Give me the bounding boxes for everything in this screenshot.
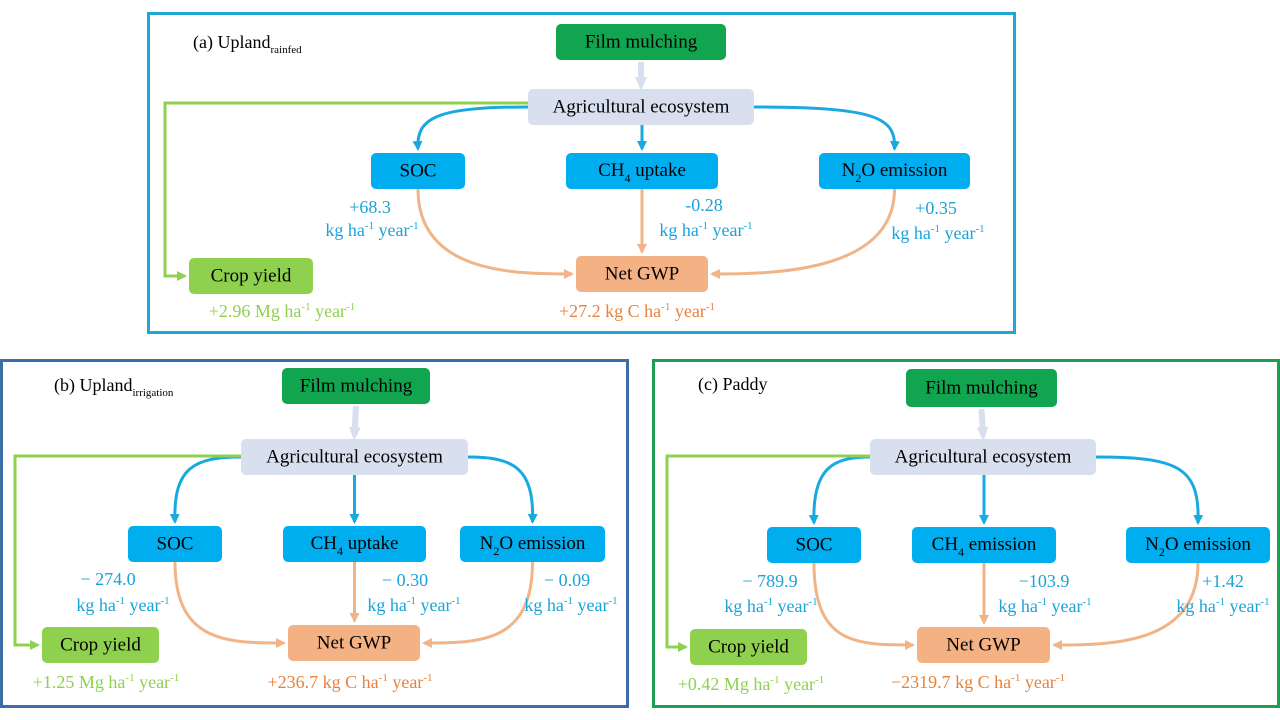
- n2o-unit: kg ha-1 year-1: [891, 223, 984, 244]
- arrow-ecosystem-to-soc: [412, 105, 529, 151]
- n2o-unit: kg ha-1 year-1: [524, 595, 617, 616]
- net-gwp-label: Net GWP: [946, 634, 1020, 655]
- soc-value: − 274.0: [80, 569, 135, 589]
- panel-upland-rainfed: [147, 12, 1016, 334]
- soc-box: [371, 153, 465, 189]
- ch4-box: [566, 153, 718, 189]
- ecosystem-box: [528, 89, 754, 125]
- soc-box: [767, 527, 861, 563]
- n2o-value: − 0.09: [544, 570, 590, 590]
- panel-label: (c) Paddy: [698, 374, 767, 395]
- ch4-label: CH4 emission: [932, 534, 1037, 558]
- film-mulching-box: [282, 368, 430, 404]
- n2o-value: +0.35: [915, 198, 957, 218]
- arrow-ecosystem-to-crop: [13, 454, 241, 650]
- arrow-soc-to-gwp: [173, 561, 286, 648]
- arrow-ecosystem-to-n2o: [753, 105, 900, 151]
- n2o-unit: kg ha-1 year-1: [1176, 596, 1269, 617]
- ecosystem-label: Agricultural ecosystem: [895, 446, 1072, 467]
- arrow-ecosystem-to-n2o: [1095, 455, 1204, 525]
- net-gwp-box: [917, 627, 1050, 663]
- crop-yield-label: Crop yield: [708, 636, 789, 657]
- arrow-ecosystem-to-soc: [169, 455, 242, 524]
- panel-upland-irrigation: [0, 359, 629, 708]
- soc-unit: kg ha-1 year-1: [325, 220, 418, 241]
- net-gwp-box: [576, 256, 708, 292]
- soc-unit: kg ha-1 year-1: [76, 595, 169, 616]
- soc-box: [128, 526, 222, 562]
- arrow-soc-to-gwp: [812, 562, 915, 650]
- crop-yield-label: Crop yield: [60, 634, 141, 655]
- crop-yield-label: Crop yield: [211, 265, 292, 286]
- crop-yield-box: [189, 258, 313, 294]
- arrow-film-to-ecosystem: [976, 408, 989, 441]
- film-mulching-label: Film mulching: [585, 31, 698, 52]
- panel-label: (a) Uplandrainfed: [193, 32, 302, 55]
- arrow-n2o-to-gwp: [710, 188, 896, 279]
- soc-value: − 789.9: [742, 571, 797, 591]
- soc-value: +68.3: [349, 197, 391, 217]
- ch4-unit: kg ha-1 year-1: [659, 220, 752, 241]
- arrow-n2o-to-gwp: [1052, 562, 1200, 650]
- net-gwp-label: Net GWP: [317, 632, 391, 653]
- ecosystem-label: Agricultural ecosystem: [553, 96, 730, 117]
- ch4-box: [283, 526, 426, 562]
- soc-label: SOC: [796, 534, 833, 555]
- n2o-label: N2O emission: [842, 160, 948, 184]
- ecosystem-label: Agricultural ecosystem: [266, 446, 443, 467]
- net-gwp-value: +27.2 kg C ha-1 year-1: [559, 301, 715, 322]
- arrow-ecosystem-to-soc: [808, 455, 871, 525]
- net-gwp-label: Net GWP: [605, 263, 679, 284]
- ch4-box: [912, 527, 1056, 563]
- arrow-ecosystem-to-crop: [163, 101, 528, 281]
- arrow-film-to-ecosystem: [348, 405, 361, 441]
- ch4-value: −103.9: [1019, 571, 1070, 591]
- arrow-soc-to-gwp: [416, 188, 574, 279]
- film-mulching-label: Film mulching: [300, 375, 413, 396]
- ch4-value: -0.28: [685, 195, 723, 215]
- arrow-n2o-to-gwp: [422, 561, 534, 648]
- net-gwp-value: +236.7 kg C ha-1 year-1: [268, 672, 433, 693]
- crop-yield-value: +0.42 Mg ha-1 year-1: [678, 674, 824, 695]
- panel-paddy: [652, 359, 1280, 708]
- film-mulching-box: [906, 369, 1057, 407]
- soc-label: SOC: [400, 160, 437, 181]
- crop-yield-box: [42, 627, 159, 663]
- film-mulching-label: Film mulching: [925, 377, 1038, 398]
- ch4-label: CH4 uptake: [311, 533, 399, 557]
- soc-unit: kg ha-1 year-1: [724, 596, 817, 617]
- ch4-unit: kg ha-1 year-1: [367, 595, 460, 616]
- crop-yield-value: +1.25 Mg ha-1 year-1: [33, 672, 179, 693]
- n2o-label: N2O emission: [1145, 534, 1251, 558]
- crop-yield-value: +2.96 Mg ha-1 year-1: [209, 301, 355, 322]
- n2o-value: +1.42: [1202, 571, 1244, 591]
- n2o-box: [819, 153, 970, 189]
- soc-label: SOC: [157, 533, 194, 554]
- arrow-ecosystem-to-n2o: [467, 455, 538, 524]
- crop-yield-box: [690, 629, 807, 665]
- ch4-unit: kg ha-1 year-1: [998, 596, 1091, 617]
- ecosystem-box: [241, 439, 468, 475]
- net-gwp-value: −2319.7 kg C ha-1 year-1: [891, 672, 1065, 693]
- net-gwp-box: [288, 625, 420, 661]
- ecosystem-box: [870, 439, 1096, 475]
- n2o-box: [1126, 527, 1270, 563]
- n2o-label: N2O emission: [480, 533, 586, 557]
- n2o-box: [460, 526, 605, 562]
- film-mulching-box: [556, 24, 726, 60]
- ch4-label: CH4 uptake: [598, 160, 686, 184]
- panel-label: (b) Uplandirrigation: [54, 375, 174, 398]
- arrow-ecosystem-to-crop: [665, 454, 870, 652]
- ch4-value: − 0.30: [382, 570, 428, 590]
